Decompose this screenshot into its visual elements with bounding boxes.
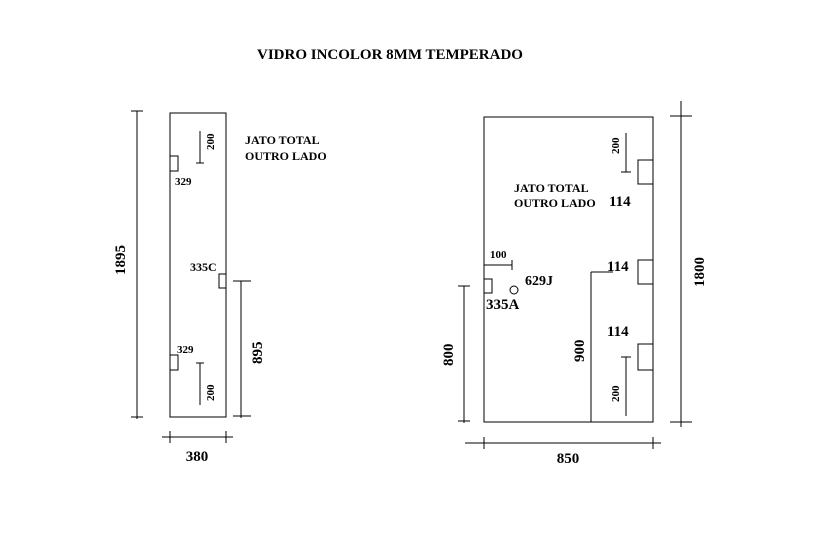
right-lock-label: 335A — [486, 297, 520, 313]
right-lock-cutout — [483, 278, 493, 294]
right-lock-height-value: 800 — [441, 344, 457, 367]
right-top-hinge-offset: 200 — [610, 137, 622, 154]
right-bottom-hinge-cutout — [637, 343, 654, 371]
left-lock-height-value: 895 — [250, 342, 266, 365]
left-note-line1: JATO TOTAL — [245, 133, 320, 147]
right-hole-circle — [509, 285, 519, 295]
left-note-line2: OUTRO LADO — [245, 149, 327, 163]
right-lock-offset: 100 — [490, 249, 507, 261]
right-note-line2: OUTRO LADO — [514, 196, 596, 210]
right-mid-hinge-label: 114 — [607, 259, 629, 275]
left-top-hinge-label: 329 — [175, 176, 192, 188]
left-lock-label: 335C — [190, 260, 217, 274]
right-note-line1: JATO TOTAL — [514, 181, 589, 195]
left-width-value: 380 — [186, 449, 209, 465]
right-mid-hinge-cutout — [637, 259, 654, 285]
left-top-hinge-cutout — [169, 155, 179, 172]
right-glass-panel: 200 114 JATO TOTAL OUTRO LADO 114 900 11… — [441, 101, 708, 467]
left-panel-outline — [169, 112, 227, 418]
drawing-title: VIDRO INCOLOR 8MM TEMPERADO — [257, 47, 523, 63]
left-glass-panel: 329 200 335C 329 200 JATO TOTAL OUTRO LA… — [113, 110, 327, 465]
right-width-value: 850 — [557, 451, 580, 467]
right-bottom-hinge-offset: 200 — [610, 385, 622, 402]
right-bottom-hinge-label: 114 — [607, 324, 629, 340]
right-mid-height-value: 900 — [572, 340, 588, 363]
right-top-hinge-label: 114 — [609, 194, 631, 210]
right-top-hinge-cutout — [637, 159, 654, 185]
left-bottom-hinge-cutout — [169, 354, 179, 371]
left-bottom-hinge-label: 329 — [177, 344, 194, 356]
left-height-value: 1895 — [113, 245, 129, 275]
left-lock-cutout — [218, 273, 227, 289]
left-top-hinge-offset: 200 — [205, 133, 217, 150]
left-bottom-hinge-offset: 200 — [205, 384, 217, 401]
right-height-value: 1800 — [692, 257, 708, 287]
right-hole-label: 629J — [525, 274, 553, 289]
